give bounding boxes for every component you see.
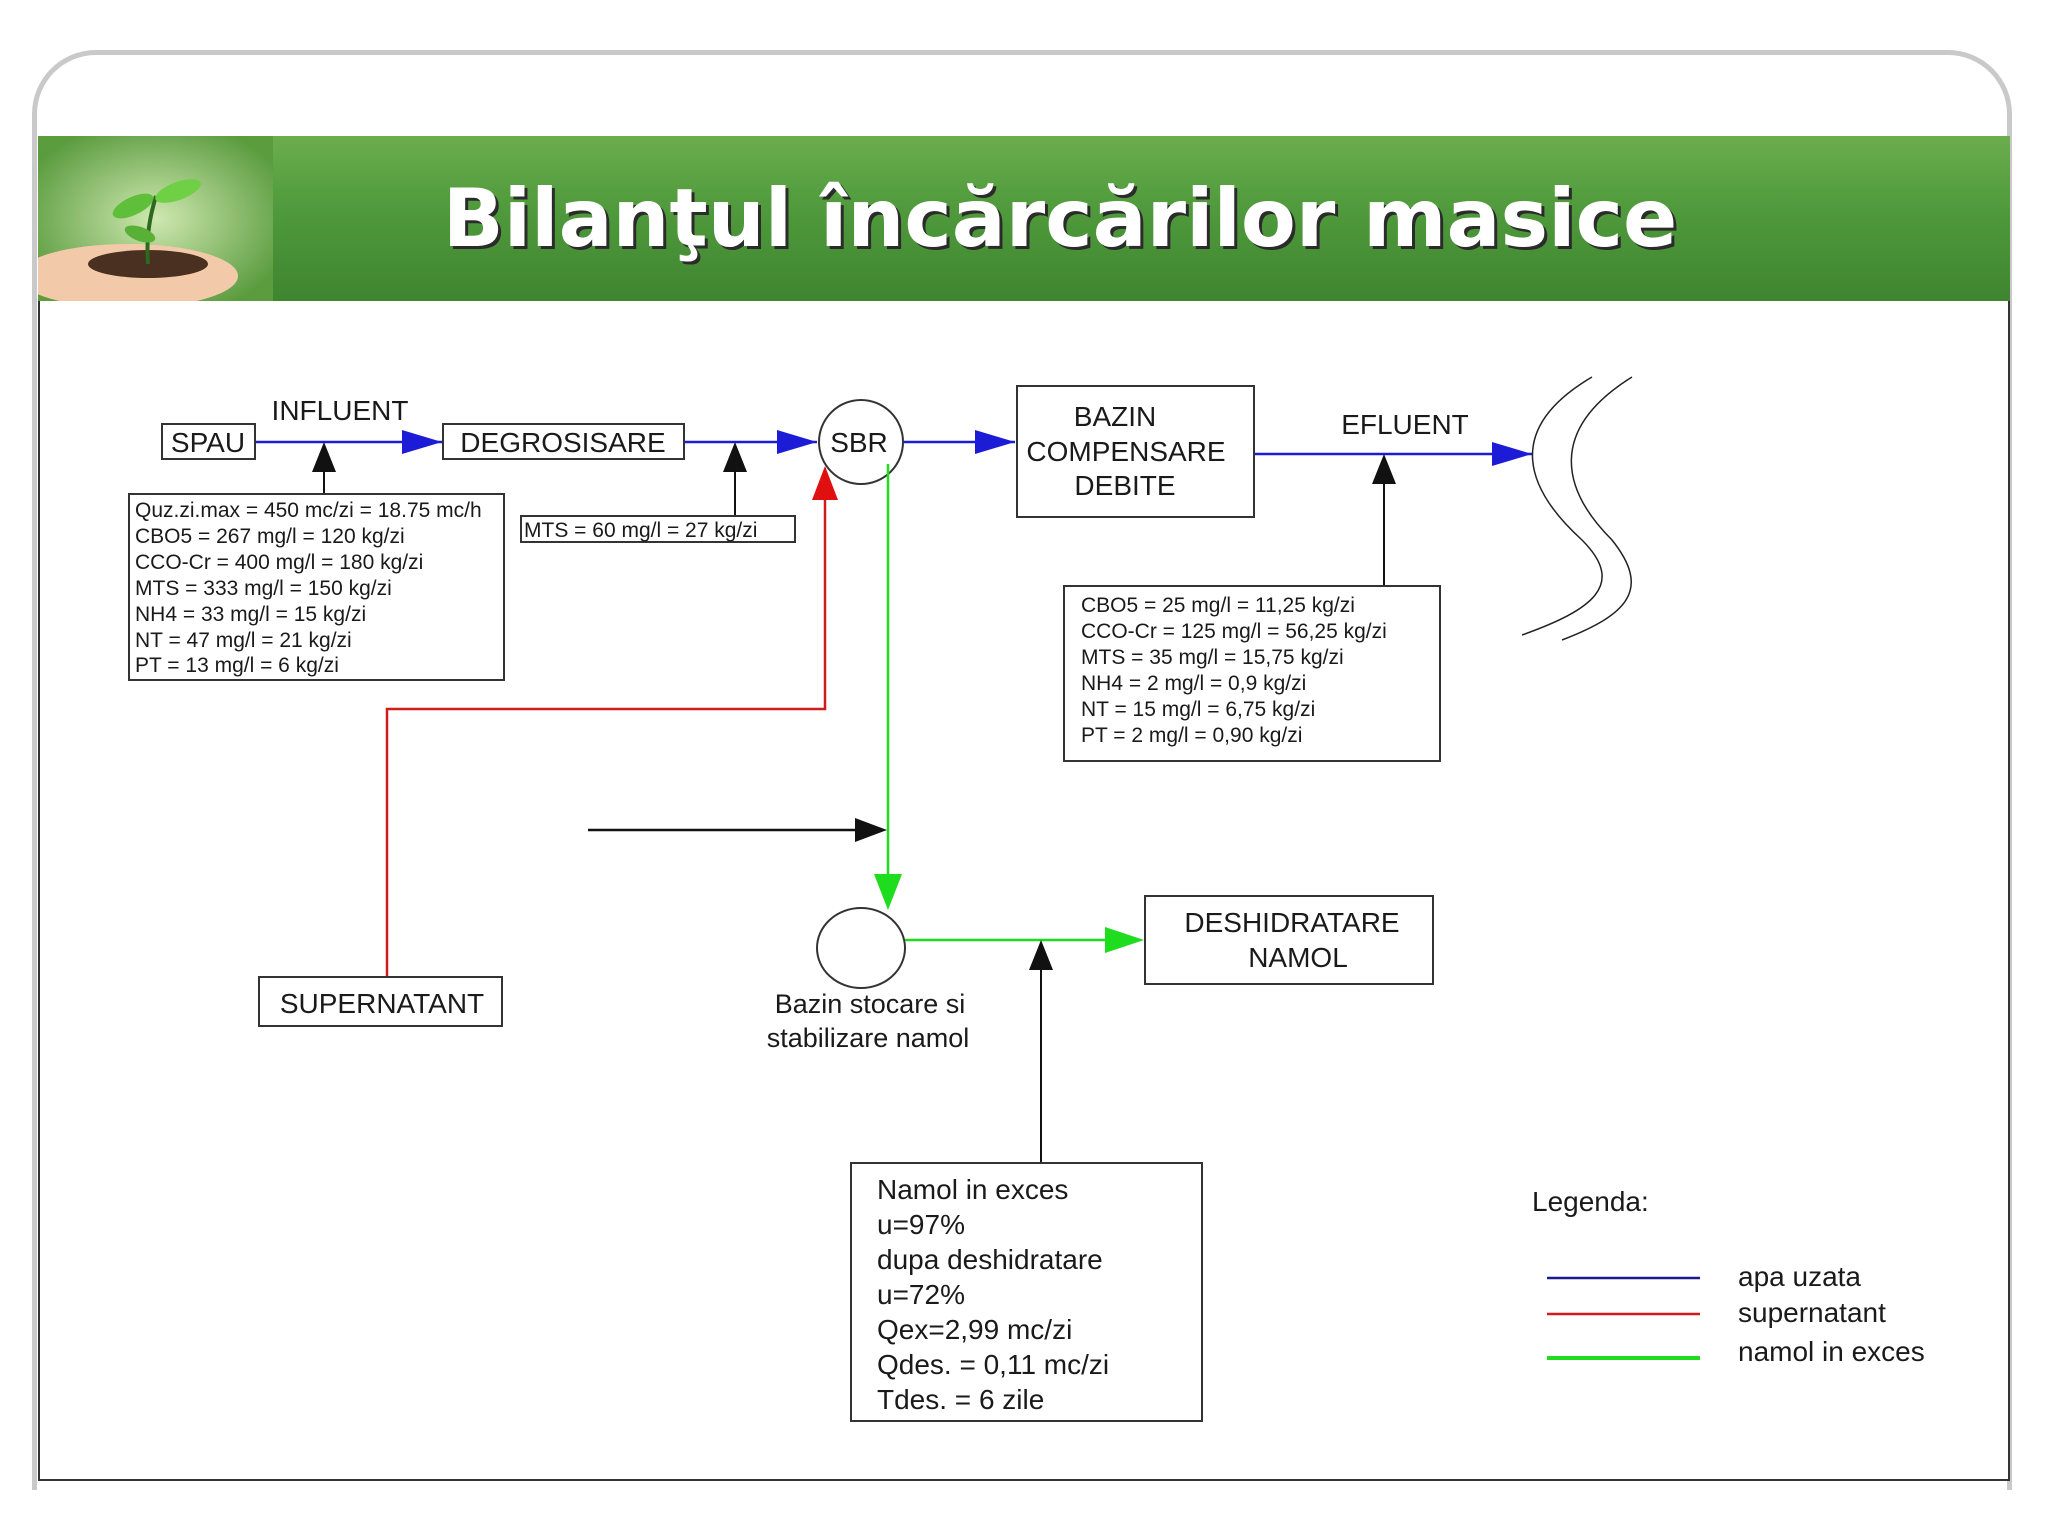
influent-param: CBO5 = 267 mg/l = 120 kg/zi bbox=[135, 525, 405, 548]
river-symbol bbox=[1561, 376, 1633, 641]
dehydration-box bbox=[1144, 895, 1434, 985]
storage-tank-circle bbox=[816, 907, 906, 989]
process-flow-diagram: SPAU INFLUENT DEGROSISARE SBR BAZIN COMP… bbox=[128, 376, 1925, 1422]
arrowhead-black bbox=[312, 442, 336, 472]
efluent-param: NT = 15 mg/l = 6,75 kg/zi bbox=[1081, 698, 1315, 721]
legend-label: namol in exces bbox=[1738, 1336, 1925, 1367]
efluent-param: PT = 2 mg/l = 0,90 kg/zi bbox=[1081, 724, 1302, 747]
efluent-params-box bbox=[1063, 585, 1441, 762]
storage-tank-label-2: stabilizare namol bbox=[767, 1023, 970, 1053]
arrowhead-blue bbox=[1492, 442, 1532, 466]
arrowhead-blue bbox=[975, 430, 1015, 454]
arrowhead-blue bbox=[777, 430, 817, 454]
dehydration-label-1: DESHIDRATARE bbox=[1184, 907, 1399, 938]
arrowhead-red bbox=[812, 466, 838, 500]
efluent-label: EFLUENT bbox=[1341, 409, 1469, 440]
header-bar bbox=[38, 136, 2010, 301]
influent-param: MTS = 333 mg/l = 150 kg/zi bbox=[135, 577, 392, 600]
dehydration-label-2: NAMOL bbox=[1248, 942, 1348, 973]
namol-param: Namol in exces bbox=[877, 1174, 1068, 1205]
namol-exces-box bbox=[850, 1162, 1203, 1422]
legend-label: supernatant bbox=[1738, 1297, 1886, 1328]
storage-tank-label-1: Bazin stocare si bbox=[775, 989, 966, 1019]
namol-param: u=72% bbox=[877, 1279, 965, 1310]
influent-param: PT = 13 mg/l = 6 kg/zi bbox=[135, 654, 339, 677]
sbr-label: SBR bbox=[830, 427, 888, 458]
namol-param: Qex=2,99 mc/zi bbox=[877, 1314, 1072, 1345]
degrosisare-box bbox=[442, 423, 685, 460]
bazin-compensare-box bbox=[1016, 385, 1255, 518]
slide-title: Bilanţul încărcărilor masice bbox=[442, 172, 1678, 265]
river-symbol bbox=[1521, 376, 1603, 636]
diagram-panel: SPAU INFLUENT DEGROSISARE SBR BAZIN COMP… bbox=[38, 301, 2010, 1481]
bazin-label-1: BAZIN bbox=[1074, 401, 1156, 432]
mts-box bbox=[520, 515, 796, 543]
bazin-label-3: DEBITE bbox=[1074, 470, 1175, 501]
efluent-param: NH4 = 2 mg/l = 0,9 kg/zi bbox=[1081, 672, 1306, 695]
arrowhead-green bbox=[1105, 927, 1144, 953]
arrowhead-blue bbox=[402, 430, 442, 454]
arrowhead-green bbox=[874, 874, 902, 910]
arrowhead-black bbox=[1029, 940, 1053, 970]
seedling-hands-logo bbox=[38, 136, 273, 301]
namol-param: dupa deshidratare bbox=[877, 1244, 1103, 1275]
mts-label: MTS = 60 mg/l = 27 kg/zi bbox=[524, 519, 757, 542]
efluent-param: CBO5 = 25 mg/l = 11,25 kg/zi bbox=[1081, 594, 1355, 617]
namol-param: Qdes. = 0,11 mc/zi bbox=[877, 1349, 1109, 1380]
influent-param: Quz.zi.max = 450 mc/zi = 18.75 mc/h bbox=[135, 499, 482, 522]
arrowhead-black bbox=[1372, 454, 1396, 484]
influent-param: NH4 = 33 mg/l = 15 kg/zi bbox=[135, 603, 366, 626]
influent-params-box bbox=[128, 493, 505, 681]
efluent-param: CCO-Cr = 125 mg/l = 56,25 kg/zi bbox=[1081, 620, 1387, 643]
arrowhead-black bbox=[855, 818, 887, 842]
sbr-circle bbox=[818, 399, 904, 485]
namol-param: u=97% bbox=[877, 1209, 965, 1240]
legend-label: apa uzata bbox=[1738, 1261, 1861, 1292]
degrosisare-label: DEGROSISARE bbox=[460, 427, 665, 458]
arrowhead-black bbox=[723, 442, 747, 472]
influent-param: CCO-Cr = 400 mg/l = 180 kg/zi bbox=[135, 551, 423, 574]
influent-param: NT = 47 mg/l = 21 kg/zi bbox=[135, 629, 352, 652]
spau-label: SPAU bbox=[171, 427, 245, 458]
efluent-param: MTS = 35 mg/l = 15,75 kg/zi bbox=[1081, 646, 1344, 669]
spau-box bbox=[161, 423, 256, 460]
legend-title: Legenda: bbox=[1532, 1186, 1649, 1217]
supernatant-box bbox=[258, 976, 503, 1027]
flow-supernatant-return bbox=[385, 500, 827, 977]
bazin-label-2: COMPENSARE bbox=[1026, 436, 1225, 467]
namol-param: Tdes. = 6 zile bbox=[877, 1384, 1044, 1415]
supernatant-label: SUPERNATANT bbox=[280, 988, 484, 1019]
influent-label: INFLUENT bbox=[272, 395, 409, 426]
